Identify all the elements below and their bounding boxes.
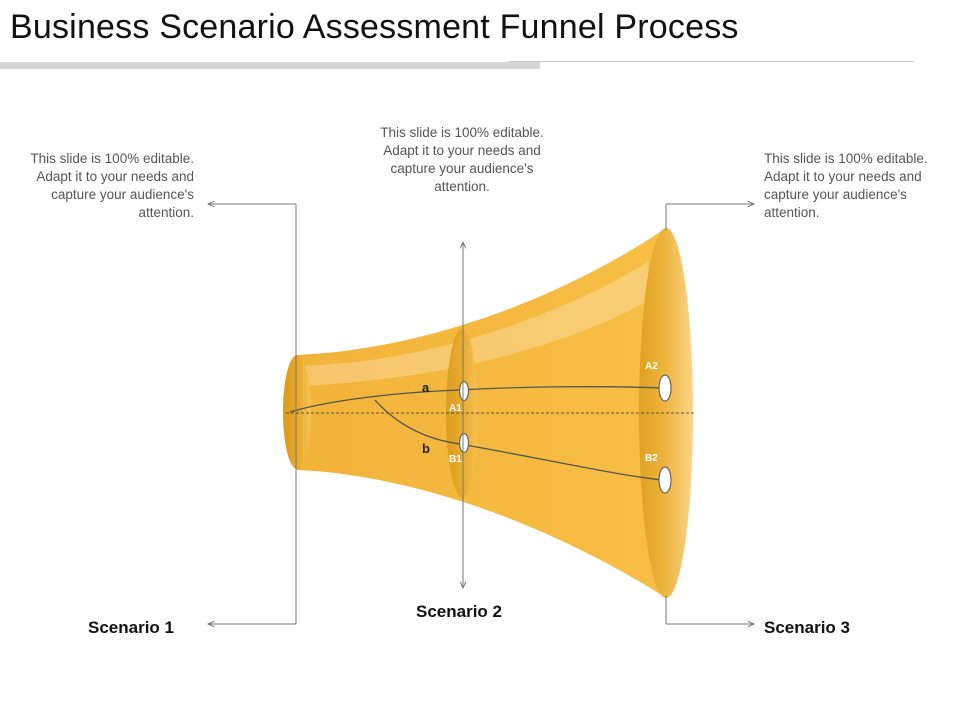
scenario-3-label: Scenario 3 bbox=[764, 618, 850, 637]
note-left: This slide is 100% editable. Adapt it to… bbox=[30, 151, 194, 220]
title-underline-thin bbox=[508, 61, 914, 62]
node-a2-label: A2 bbox=[645, 361, 658, 372]
note-middle: This slide is 100% editable. Adapt it to… bbox=[380, 125, 544, 194]
node-b1-marker bbox=[458, 432, 470, 454]
node-a2-marker bbox=[658, 374, 672, 402]
funnel-small-end bbox=[283, 355, 311, 469]
path-b-label: b bbox=[422, 441, 430, 456]
node-a1-marker bbox=[458, 380, 470, 402]
note-right: This slide is 100% editable. Adapt it to… bbox=[764, 151, 928, 220]
scenario-2-label: Scenario 2 bbox=[416, 602, 502, 621]
path-b-line bbox=[374, 399, 663, 481]
scenario-1-label: Scenario 1 bbox=[88, 618, 174, 637]
node-b1-label: B1 bbox=[449, 454, 462, 465]
node-b2-label: B2 bbox=[645, 453, 658, 464]
path-a-label: a bbox=[422, 380, 430, 395]
node-b2-marker bbox=[658, 466, 672, 494]
node-a1-label: A1 bbox=[449, 403, 462, 414]
slide-title: Business Scenario Assessment Funnel Proc… bbox=[10, 8, 739, 46]
funnel-highlight bbox=[300, 262, 650, 386]
title-underline-thick bbox=[0, 62, 540, 69]
